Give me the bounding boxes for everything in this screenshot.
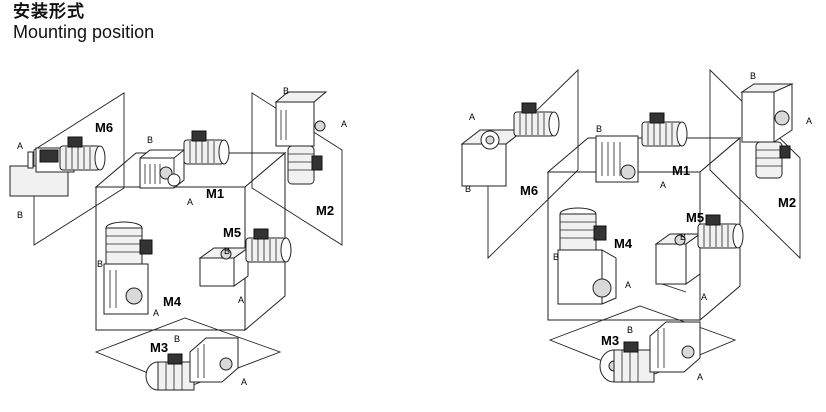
gearmotor-m1 bbox=[139, 130, 230, 189]
label-m1-right: M1 bbox=[672, 163, 690, 178]
label-m5-right: M5 bbox=[686, 210, 704, 225]
side-b-m6: B bbox=[17, 210, 23, 220]
panel-m6-right bbox=[487, 68, 579, 260]
label-m5: M5 bbox=[223, 225, 241, 240]
side-b-m2: B bbox=[283, 86, 289, 96]
label-m1: M1 bbox=[206, 186, 224, 201]
gearmotor-m4-right bbox=[557, 207, 617, 305]
side-a-m1-right: A bbox=[660, 180, 666, 190]
side-a-m2: A bbox=[341, 119, 347, 129]
side-b-m4-right: B bbox=[553, 252, 559, 262]
gearmotor-m2 bbox=[274, 91, 328, 185]
heading: 安装形式 Mounting position bbox=[13, 2, 154, 42]
left-diagram: M6 A B M1 B A M2 B A bbox=[9, 86, 347, 391]
side-b-m5-right: B bbox=[680, 232, 686, 242]
label-m4: M4 bbox=[163, 294, 182, 309]
label-m2-right: M2 bbox=[778, 195, 796, 210]
side-b-m3: B bbox=[174, 334, 180, 344]
gearmotor-m5-right bbox=[654, 214, 744, 293]
label-m4-right: M4 bbox=[614, 236, 633, 251]
side-b-m2-right: B bbox=[750, 71, 756, 81]
right-diagram: M6 A B M1 B A M2 B bbox=[460, 68, 812, 383]
side-a-m3: A bbox=[241, 377, 247, 387]
side-a-m5: A bbox=[238, 295, 244, 305]
gearmotor-m3-right bbox=[599, 321, 701, 383]
title-english: Mounting position bbox=[13, 21, 155, 42]
side-b-m5: B bbox=[224, 246, 230, 256]
gearmotor-m6-right bbox=[460, 102, 560, 187]
side-a-m4: A bbox=[153, 308, 159, 318]
side-a-m1: A bbox=[187, 197, 193, 207]
side-a-m4-right: A bbox=[625, 280, 631, 290]
gearmotor-m1-right bbox=[595, 112, 688, 183]
gearmotor-m6 bbox=[9, 136, 106, 197]
side-a-m2-right: A bbox=[806, 116, 812, 126]
label-m2: M2 bbox=[316, 203, 334, 218]
side-b-m1: B bbox=[147, 135, 153, 145]
side-a-m5-right: A bbox=[701, 292, 707, 302]
gearmotor-m5 bbox=[198, 228, 292, 287]
label-m6-right: M6 bbox=[520, 183, 538, 198]
label-m3: M3 bbox=[150, 340, 168, 355]
side-b-m1-right: B bbox=[596, 124, 602, 134]
side-b-m6-right: B bbox=[465, 184, 471, 194]
label-m3-right: M3 bbox=[601, 333, 619, 348]
panel-m6 bbox=[33, 92, 125, 246]
gearmotor-m3 bbox=[145, 337, 239, 391]
side-a-m6: A bbox=[17, 141, 23, 151]
title-chinese: 安装形式 bbox=[13, 2, 85, 21]
side-a-m3-right: A bbox=[697, 372, 703, 382]
label-m6: M6 bbox=[95, 120, 113, 135]
gearmotor-m4 bbox=[103, 221, 153, 315]
side-b-m4: B bbox=[97, 259, 103, 269]
side-a-m6-right: A bbox=[469, 112, 475, 122]
gearmotor-m2-right bbox=[740, 83, 794, 179]
side-b-m3-right: B bbox=[627, 325, 633, 335]
